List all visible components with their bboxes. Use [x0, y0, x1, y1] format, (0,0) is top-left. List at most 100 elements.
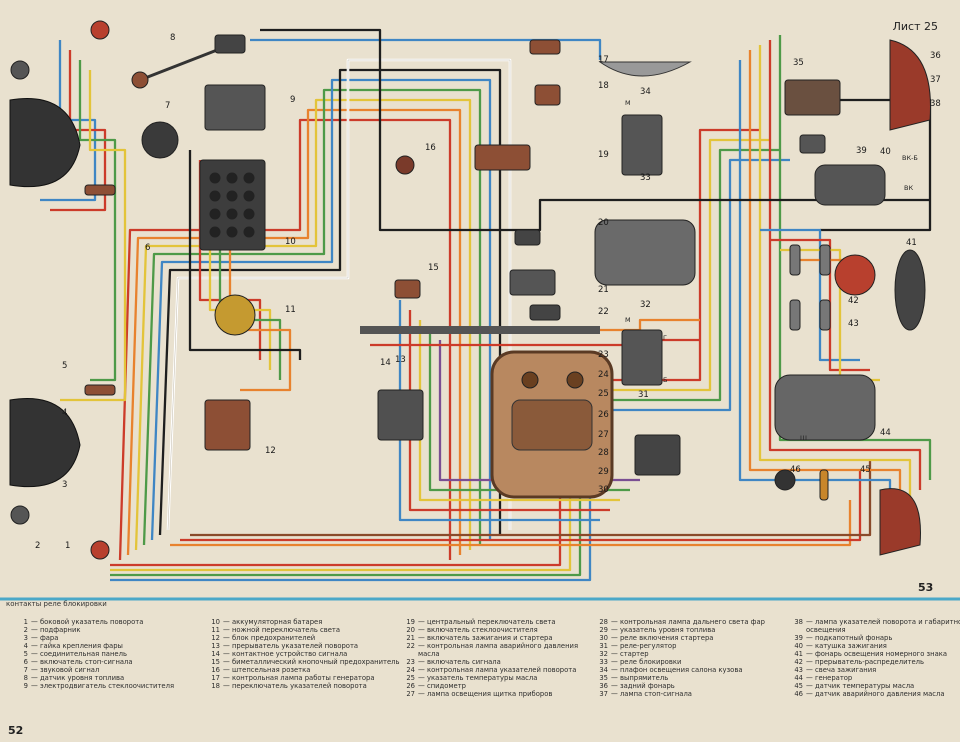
legend-item: 36— задний фонарь [590, 682, 765, 690]
oil-pressure-sensor [774, 469, 796, 491]
legend-item-text: — ножной переключатель света [223, 626, 341, 635]
headlight-top [9, 98, 81, 188]
legend-item-number: 14 [211, 650, 220, 659]
legend-item: 43— свеча зажигания [785, 666, 960, 674]
legend-item-number: 3 [23, 634, 28, 643]
callout-number: 20 [598, 218, 609, 228]
legend-item: 30— реле включения стартера [590, 634, 765, 642]
legend-item-text: — генератор [806, 674, 853, 683]
legend-item-number: 35 [599, 674, 608, 683]
legend-item-number: 19 [406, 618, 415, 626]
callout-number: 35 [793, 58, 804, 68]
wire [40, 40, 97, 202]
callout-number: 33 [640, 173, 651, 183]
callout-number: 28 [598, 448, 609, 458]
callout-number: 18 [598, 81, 609, 91]
legend-item-text: — фонарь освещения номерного знака [806, 650, 948, 659]
terminal-label: Ш [800, 434, 807, 442]
wire [126, 108, 462, 556]
turn-switch [534, 84, 561, 106]
battery-cell [209, 226, 221, 238]
callout-number: 40 [880, 147, 891, 157]
legend-item-number: 9 [23, 682, 28, 691]
wire [758, 45, 912, 500]
wire [188, 150, 302, 360]
side-marker-top [10, 60, 30, 80]
legend-item: 6— включатель стоп-сигнала [10, 658, 174, 666]
legend-item-text: — реле блокировки [611, 658, 682, 667]
wire [418, 320, 620, 502]
callout-number: 44 [880, 428, 891, 438]
legend-item: 22— контрольная лампа аварийного давлени… [397, 642, 578, 650]
legend-item-text: — блок предохранителей [223, 634, 316, 643]
callout-number: 34 [640, 87, 651, 97]
legend-item: 32— стартер [590, 650, 765, 658]
page-number-right: 53 [918, 581, 934, 594]
side-marker-bottom [10, 505, 30, 525]
legend-item: 11— ножной переключатель света [202, 626, 400, 634]
callout-number: 41 [906, 238, 917, 248]
legend-item: 15— биметаллический кнопочный предохрани… [202, 658, 400, 667]
wiper-motor [204, 84, 266, 131]
hood-lamp [799, 134, 826, 154]
legend-item-text: — лампа указателей поворота и габаритног… [806, 618, 960, 626]
legend-item: 14— контактное устройство сигнала [202, 650, 400, 658]
legend-item-number: 24 [406, 666, 415, 675]
connector-panel-top [84, 184, 116, 196]
callout-number: 14 [380, 358, 391, 368]
wire [50, 50, 107, 212]
wire-outline [167, 59, 511, 531]
starter [594, 219, 696, 286]
legend-item-text: — подфарник [31, 626, 81, 635]
battery-cell [243, 226, 255, 238]
wire [408, 310, 610, 512]
legend-item-number: 2 [23, 626, 28, 635]
battery-cell [209, 190, 221, 202]
legend-item-text: — биметаллический кнопочный предохраните… [223, 658, 400, 667]
callout-number: 37 [930, 75, 941, 85]
legend-item: 25— указатель температуры масла [397, 674, 578, 682]
legend-item-number: 10 [211, 618, 220, 626]
legend-item-number: 34 [599, 666, 608, 675]
callout-number: 22 [598, 307, 609, 317]
terminal-label: ВК-Б [902, 154, 918, 162]
ignition-coil [814, 164, 886, 206]
legend-item-number: 21 [406, 634, 415, 643]
legend-item-text: — аккумуляторная батарея [223, 618, 323, 626]
starter-relay [634, 434, 681, 476]
rectifier [784, 79, 841, 116]
legend-item-number: 8 [23, 674, 28, 683]
wire [180, 470, 862, 542]
legend-item-text: — штепсельная розетка [223, 666, 311, 675]
legend-item-text: — лампа освещения щитка приборов [418, 690, 553, 699]
legend-item: 34— плафон освещения салона кузова [590, 666, 765, 674]
legend-item-number: 44 [794, 674, 803, 683]
alternator-lamp [529, 39, 561, 55]
fuse-block [204, 399, 251, 451]
legend-item-number: 16 [211, 666, 220, 675]
wiring-diagram: 1234567891011121314151617181920212223242… [9, 20, 941, 582]
wire [170, 500, 852, 547]
page-number-left: 52 [8, 724, 24, 737]
legend-item: 23— включатель сигнала [397, 658, 578, 666]
callout-number: 42 [848, 296, 859, 306]
legend-item-number: 20 [406, 626, 415, 635]
wire [60, 70, 127, 402]
legend-item: 2— подфарник [10, 626, 174, 634]
legend-item-text: — гайка крепления фары [31, 642, 123, 651]
legend-item: 8— датчик уровня топлива [10, 674, 174, 682]
callout-number: 46 [790, 465, 801, 475]
legend-item: 35— выпрямитель [590, 674, 765, 682]
legend-item: 42— прерыватель-распределитель [785, 658, 960, 666]
legend-item-number: 13 [211, 642, 220, 651]
legend-item-text: — свеча зажигания [806, 666, 877, 675]
legend-item-text: — прерыватель-распределитель [806, 658, 924, 667]
legend-item-text: — реле-регулятор [611, 642, 677, 651]
legend-item-text: — контрольная лампа аварийного давления [418, 642, 579, 651]
rear-lamp-bottom [879, 488, 921, 556]
legend-item-text: — плафон освещения салона кузова [611, 666, 743, 675]
parking-lamp-bottom [90, 540, 110, 560]
legend-item-number: 7 [23, 666, 28, 675]
parking-lamp-top [90, 20, 110, 40]
